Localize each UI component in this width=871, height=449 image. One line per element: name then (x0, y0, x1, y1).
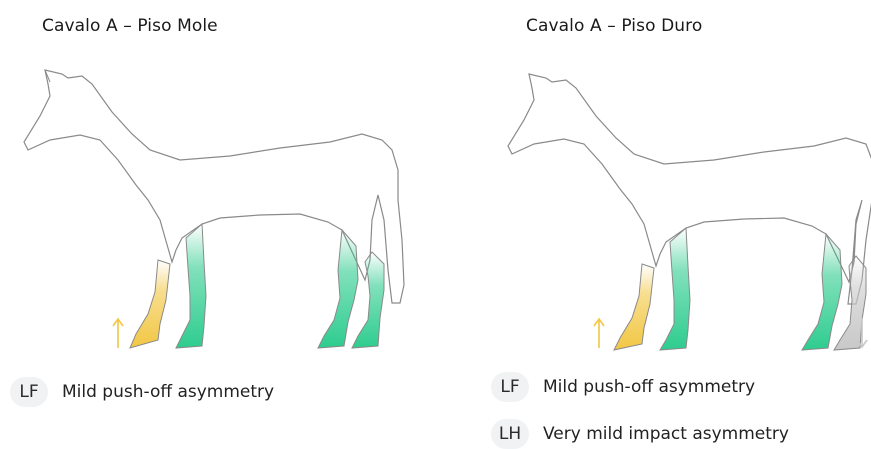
legend-badge: LH (491, 419, 529, 449)
panel-hard-ground: Cavalo A – Piso Duro (436, 0, 871, 448)
legend-text: Mild push-off asymmetry (62, 382, 274, 402)
leg-right-fore (176, 224, 206, 348)
horse-body-outline (508, 74, 871, 304)
push-off-up-arrow-icon (113, 319, 123, 348)
legend-text: Mild push-off asymmetry (543, 377, 755, 397)
panel-soft-ground: Cavalo A – Piso Mole (0, 0, 435, 448)
legend-item-lf: LF Mild push-off asymmetry (491, 372, 755, 402)
leg-left-hind (318, 230, 358, 348)
legend-item-lh: LH Very mild impact asymmetry (491, 419, 789, 449)
leg-left-hind (802, 234, 842, 350)
leg-left-fore (130, 260, 170, 348)
legend-text: Very mild impact asymmetry (543, 424, 789, 444)
legend-item-lf: LF Mild push-off asymmetry (10, 377, 274, 407)
push-off-up-arrow-icon (594, 319, 604, 348)
legend-badge: LF (491, 372, 529, 402)
legend-badge: LF (10, 377, 48, 407)
leg-left-fore (614, 264, 654, 350)
